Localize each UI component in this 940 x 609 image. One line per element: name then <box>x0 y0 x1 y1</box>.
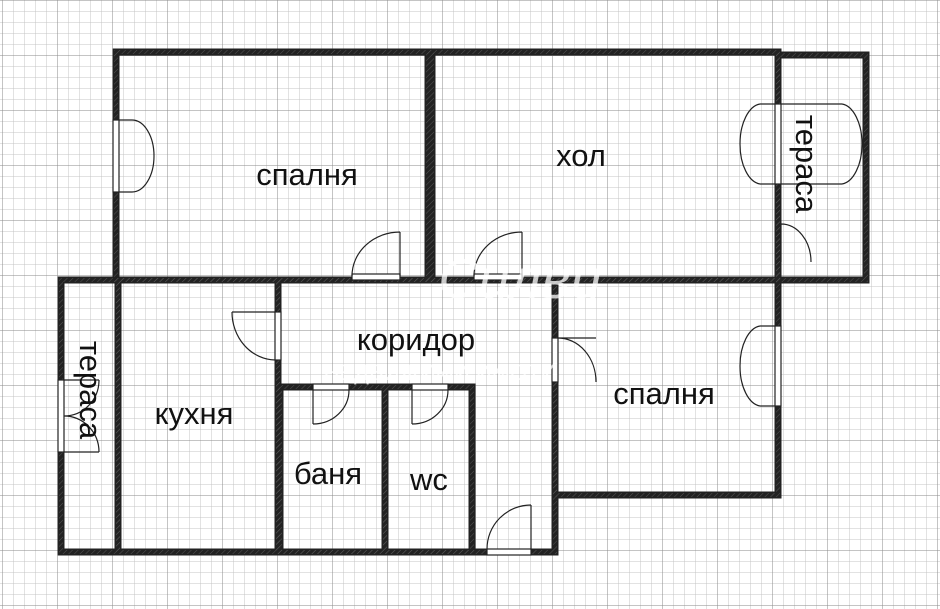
svg-text:НЕДВИЖИМИ ИМОТИ: НЕДВИЖИМИ ИМОТИ <box>324 360 557 385</box>
room-label-terrace-left: тераса <box>73 341 108 440</box>
door-bathroom <box>312 383 350 425</box>
door-bedroom-right <box>551 337 597 383</box>
door-terrace-top-small <box>780 223 812 263</box>
door-wc <box>411 383 449 425</box>
window-bedroom-right <box>739 325 782 407</box>
room-label-corridor: коридор <box>357 322 475 357</box>
door-terrace-top <box>739 103 863 185</box>
door-bedroom-top <box>351 231 401 281</box>
door-terrace-left <box>57 379 100 453</box>
watermark-logo: Силви НЕДВИЖИМИ ИМОТИ <box>324 247 602 385</box>
window-bedroom-top <box>112 119 155 193</box>
door-entrance <box>486 504 532 556</box>
room-label-kitchen: кухня <box>155 396 234 431</box>
door-kitchen <box>231 311 282 361</box>
doors <box>57 103 863 556</box>
room-label-bathroom: баня <box>294 456 362 491</box>
svg-text:Силви: Силви <box>438 247 602 310</box>
room-label-bedroom-top: спалня <box>256 157 358 192</box>
room-label-bedroom-right: спалня <box>613 376 715 411</box>
door-living-room <box>473 231 523 281</box>
room-label-terrace-top: тераса <box>789 115 824 214</box>
room-label-wc: wc <box>409 462 448 497</box>
room-label-living-room: хол <box>556 138 606 173</box>
